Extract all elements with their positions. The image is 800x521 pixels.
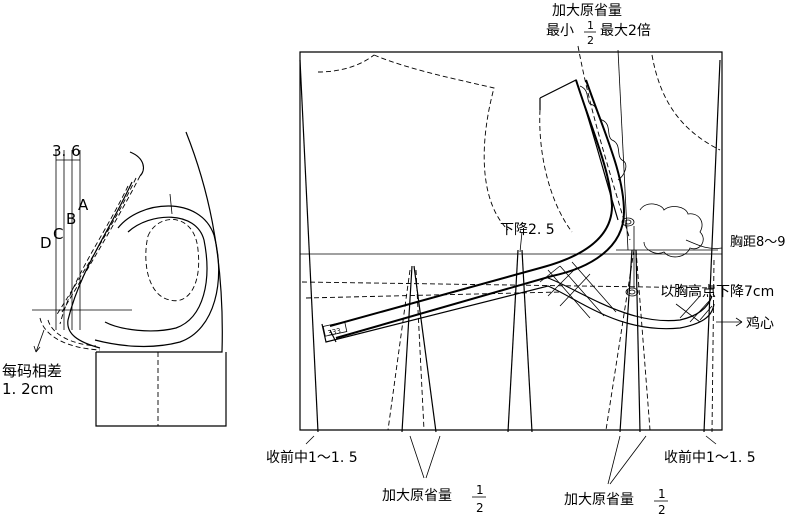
dart-right-label: 加大原省量 <box>564 492 634 508</box>
left-bra-figure: 3. 6 A B C D 每码相差 1. 2cm <box>2 131 227 427</box>
top-note-1: 加大原省量 <box>552 3 622 19</box>
strap-tag: 333 <box>327 327 342 338</box>
top-note-2-prefix: 最小 <box>546 23 574 39</box>
pit-label: 鸡心 <box>746 315 774 332</box>
front-center-left: 收前中1～1. 5 <box>266 449 358 466</box>
measure-top: 3. 6 <box>52 142 81 160</box>
size-d: D <box>40 234 52 252</box>
dart-right-fraction-num: 1 <box>658 487 666 501</box>
dart-left-fraction-den: 2 <box>476 501 484 515</box>
right-pattern-figure: 333 加大原省量 最小 1 2 最大2倍 下降2. 5 胸距8～9 以胸高点下… <box>266 3 786 517</box>
top-fraction-den: 2 <box>587 34 594 47</box>
dart-right-fraction-den: 2 <box>658 503 666 516</box>
top-note-2-suffix: 最大2倍 <box>600 23 651 39</box>
front-center-right: 收前中1～1. 5 <box>664 449 756 466</box>
size-b: B <box>66 210 76 228</box>
drop-label: 下降2. 5 <box>500 222 555 238</box>
size-note-1: 每码相差 <box>2 362 62 380</box>
size-note-2: 1. 2cm <box>2 380 53 398</box>
dart-left-fraction-num: 1 <box>476 483 484 497</box>
size-a: A <box>78 196 89 214</box>
bust-drop-label: 以胸高点下降7cm <box>660 283 774 300</box>
top-fraction-num: 1 <box>587 19 594 32</box>
size-c: C <box>53 225 63 243</box>
bust-distance-label: 胸距8～9 <box>730 235 786 250</box>
dart-left-label: 加大原省量 <box>382 488 452 504</box>
